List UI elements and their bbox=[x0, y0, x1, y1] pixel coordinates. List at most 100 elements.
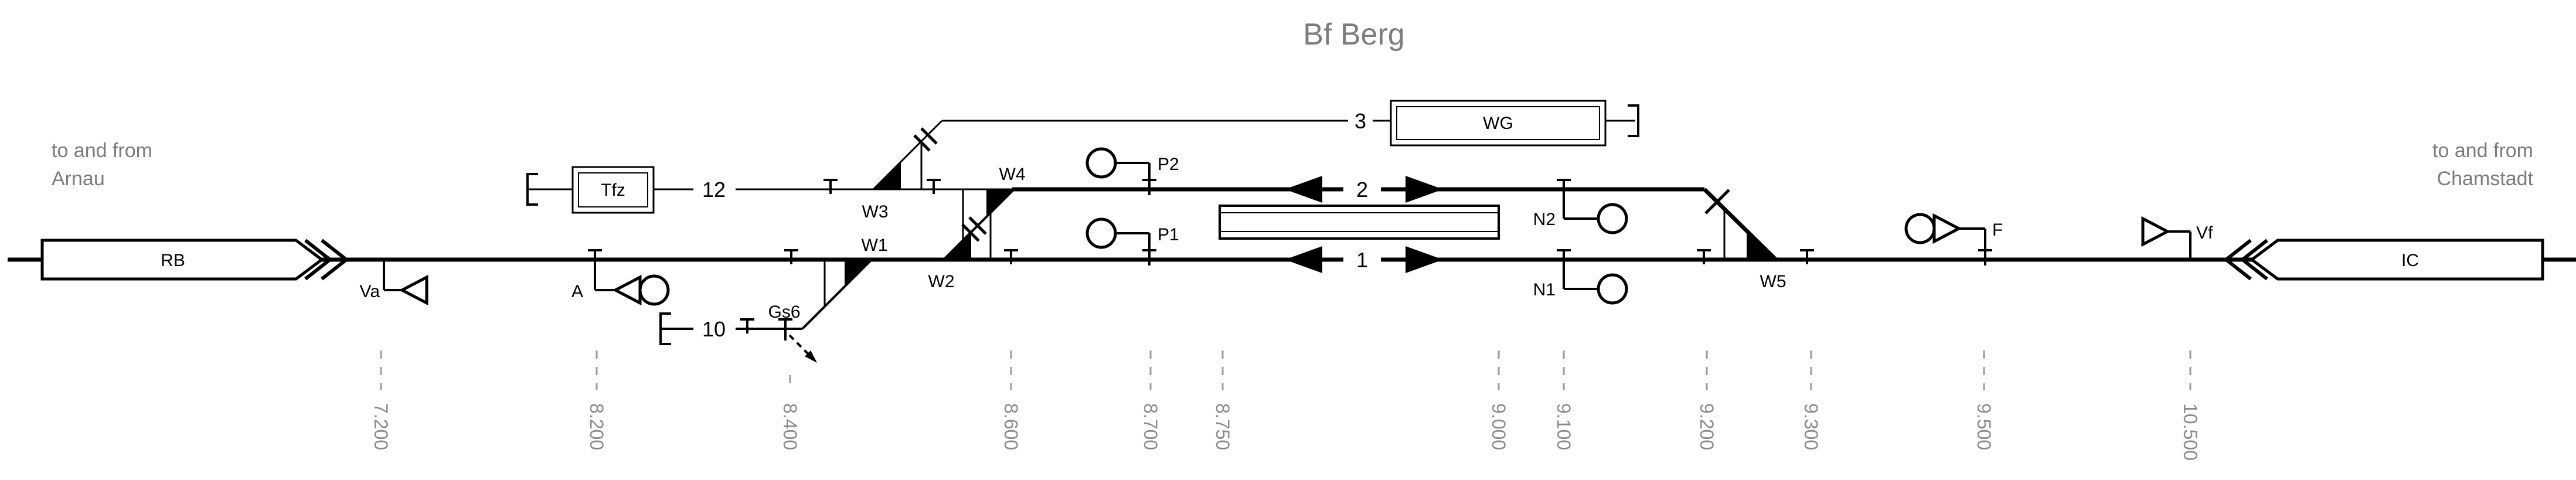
track-10-number: 10 bbox=[702, 317, 726, 341]
track-12-number: 12 bbox=[702, 178, 726, 202]
train-ic: IC bbox=[2223, 239, 2544, 281]
region-left: to and from Arnau bbox=[52, 139, 152, 190]
train-rb-body bbox=[40, 239, 325, 281]
distant-signal-triangle-icon bbox=[399, 274, 428, 306]
km-marker-label: 8.400 bbox=[780, 403, 801, 450]
wg-inner-box bbox=[1396, 106, 1600, 140]
signals: Va A Gs6 P2 bbox=[360, 147, 2213, 363]
platform bbox=[1219, 205, 1500, 240]
km-marker: 9.300 bbox=[1801, 350, 1822, 450]
derailer-dashed-line bbox=[788, 334, 810, 356]
train-ic-label: IC bbox=[2401, 251, 2419, 270]
main-signal-circle-icon bbox=[1597, 203, 1628, 234]
km-marker: 8.750 bbox=[1212, 350, 1233, 450]
km-marker: 8.400 bbox=[780, 375, 801, 450]
turnout-w1-diagonal bbox=[801, 258, 873, 330]
signal-p2: P2 bbox=[1085, 147, 1179, 195]
km-marker: 10.500 bbox=[2180, 350, 2201, 461]
signal-p1-label: P1 bbox=[1158, 225, 1179, 244]
insulated-joint-icon bbox=[784, 249, 798, 264]
signal-gs6: Gs6 bbox=[768, 302, 817, 363]
km-marker-label: 9.300 bbox=[1801, 403, 1822, 450]
signal-a: A bbox=[571, 249, 670, 306]
signal-vf-label: Vf bbox=[2196, 223, 2213, 243]
signal-n2-label: N2 bbox=[1533, 210, 1556, 229]
track2-direction-arrow-left-icon bbox=[1285, 176, 1322, 203]
signal-va-label: Va bbox=[360, 282, 380, 301]
region-right: to and from Chamstadt bbox=[2432, 139, 2534, 190]
km-marker: 8.600 bbox=[1001, 350, 1022, 450]
km-marker: 7.200 bbox=[370, 350, 392, 450]
insulated-joints bbox=[740, 127, 1814, 333]
km-marker: 9.200 bbox=[1696, 350, 1717, 450]
derailer-arrow-icon bbox=[805, 350, 817, 363]
region-left-line2: Arnau bbox=[52, 168, 105, 190]
insulated-joint-icon bbox=[823, 179, 838, 194]
km-marker-label: 9.200 bbox=[1696, 403, 1717, 450]
turnout-w2-wedge-icon bbox=[944, 232, 971, 260]
wg-label: WG bbox=[1483, 114, 1513, 133]
km-marker-label: 9.000 bbox=[1488, 403, 1509, 450]
signal-n1: N1 bbox=[1533, 249, 1628, 305]
tfz-label: Tfz bbox=[601, 181, 625, 200]
page-title: Bf Berg bbox=[1303, 18, 1404, 52]
turnout-w5-label: W5 bbox=[1760, 272, 1786, 291]
buffer-stop-track12-icon bbox=[526, 173, 538, 206]
signal-f: F bbox=[1904, 213, 2003, 265]
tfz-inner-box bbox=[578, 172, 648, 207]
track-1-number: 1 bbox=[1356, 248, 1368, 272]
turnout-w3-wedge-icon bbox=[873, 162, 901, 189]
insulated-joint-icon bbox=[740, 318, 754, 333]
km-marker: 9.100 bbox=[1553, 350, 1574, 450]
track2-direction-arrow-right-icon bbox=[1406, 176, 1443, 203]
distant-signal-triangle-icon bbox=[612, 274, 642, 306]
direction-arrows bbox=[1285, 176, 1443, 273]
km-marker-label: 7.200 bbox=[370, 403, 392, 450]
train-rb-chevron-icon bbox=[304, 239, 333, 281]
insulated-joint-diagonal-icon bbox=[961, 216, 987, 242]
main-signal-circle-icon bbox=[638, 274, 670, 306]
insulated-joint-icon bbox=[927, 179, 941, 194]
km-marker-label: 8.750 bbox=[1212, 403, 1233, 450]
km-marker: 8.700 bbox=[1140, 350, 1161, 450]
train-rb-chevron-icon bbox=[321, 239, 349, 281]
turnout-w3-label: W3 bbox=[862, 202, 889, 222]
buffer-stop-track10-icon bbox=[659, 312, 671, 345]
km-marker-label: 9.500 bbox=[1973, 403, 1995, 450]
buffer-stop-track3-icon bbox=[1628, 104, 1639, 137]
signal-p1: P1 bbox=[1085, 217, 1179, 265]
signal-f-label: F bbox=[1992, 220, 2003, 240]
train-ic-chevron-icon bbox=[2240, 239, 2268, 281]
track1-direction-arrow-right-icon bbox=[1406, 246, 1443, 273]
turnout-w1-label: W1 bbox=[862, 236, 888, 255]
signal-n2: N2 bbox=[1533, 179, 1628, 234]
distant-signal-triangle-icon bbox=[2141, 216, 2171, 247]
signal-n1-label: N1 bbox=[1533, 280, 1556, 299]
turnout-w5-diagonal bbox=[1703, 188, 1778, 261]
distant-signal-triangle-icon bbox=[1932, 213, 1962, 244]
turnout-wedges bbox=[823, 141, 1776, 307]
insulated-joint-icon bbox=[1800, 249, 1814, 264]
km-marker-label: 8.200 bbox=[586, 403, 607, 450]
signal-a-label: A bbox=[571, 282, 583, 301]
region-left-line1: to and from bbox=[52, 139, 152, 162]
turnout-w1-wedge-icon bbox=[845, 260, 872, 287]
track-2-number: 2 bbox=[1356, 178, 1368, 202]
turnout-w2-label: W2 bbox=[928, 272, 955, 291]
region-right-line1: to and from bbox=[2432, 139, 2533, 162]
turnout-w4-wedge-icon bbox=[986, 189, 1014, 217]
turnout-labels: W3 W1 W2 W4 W5 bbox=[862, 165, 1786, 291]
region-right-line2: Chamstadt bbox=[2437, 168, 2534, 190]
insulated-joint-icon bbox=[1004, 249, 1018, 264]
km-marker: 8.200 bbox=[586, 350, 607, 450]
track-3-number: 3 bbox=[1355, 109, 1366, 133]
main-signal-circle-icon bbox=[1904, 213, 1936, 244]
train-ic-chevron-icon bbox=[2223, 239, 2252, 281]
signal-gs6-label: Gs6 bbox=[768, 302, 800, 322]
train-rb: RB bbox=[40, 239, 349, 281]
wg-goods-shed: WG bbox=[1390, 100, 1607, 147]
km-marker-label: 8.700 bbox=[1140, 403, 1161, 450]
platform-outline bbox=[1219, 205, 1500, 240]
